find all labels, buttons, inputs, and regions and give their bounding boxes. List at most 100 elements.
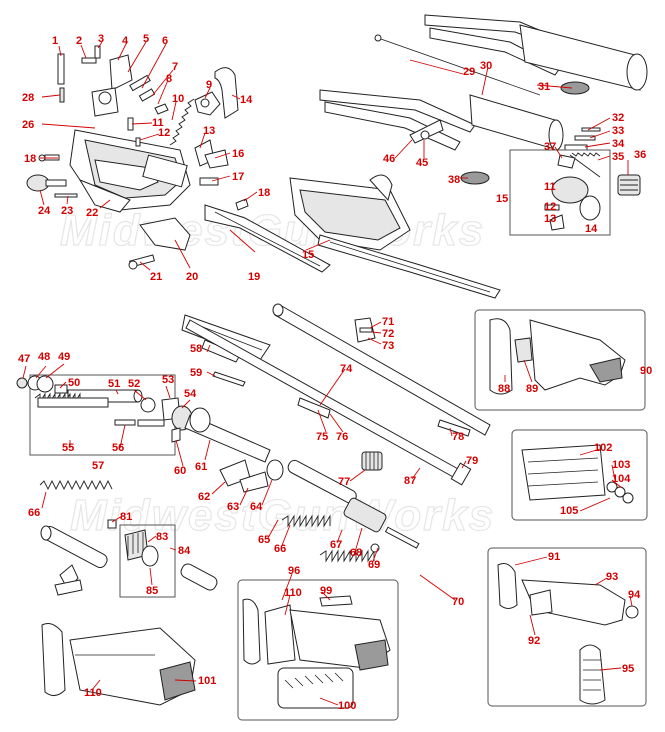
callout-66b: 66 — [28, 507, 40, 519]
callout-90: 90 — [640, 365, 652, 377]
callout-84: 84 — [178, 545, 191, 557]
callout-74: 74 — [340, 363, 353, 375]
callout-3: 3 — [98, 33, 104, 45]
callout-24: 24 — [38, 205, 51, 217]
callout-71: 71 — [382, 316, 394, 328]
magazine-assembly — [16, 374, 271, 493]
callout-29: 29 — [463, 66, 475, 78]
callout-21: 21 — [150, 271, 162, 283]
callout-67: 67 — [330, 539, 342, 551]
callout-110a: 110 — [284, 587, 302, 599]
callout-58: 58 — [190, 343, 202, 355]
callout-6: 6 — [162, 35, 168, 47]
callout-5: 5 — [143, 33, 149, 45]
callout-1: 1 — [52, 35, 58, 47]
callout-75: 75 — [316, 431, 328, 443]
callout-102: 102 — [594, 442, 612, 454]
callout-93: 93 — [606, 571, 618, 583]
callout-38: 38 — [448, 174, 460, 186]
callout-53: 53 — [162, 374, 174, 386]
callout-7: 7 — [172, 61, 178, 73]
callout-14: 14 — [240, 94, 253, 106]
forend-and-barrel — [181, 303, 646, 486]
callout-13: 13 — [203, 125, 215, 137]
callout-18a: 18 — [258, 187, 270, 199]
callout-30: 30 — [480, 60, 492, 72]
callout-20: 20 — [186, 271, 198, 283]
callout-62: 62 — [198, 491, 210, 503]
callout-55: 55 — [62, 442, 74, 454]
callout-2: 2 — [76, 35, 82, 47]
callout-34: 34 — [612, 138, 625, 150]
callout-32: 32 — [612, 112, 624, 124]
callout-12: 12 — [158, 127, 170, 139]
callout-51: 51 — [108, 378, 120, 390]
callout-19: 19 — [248, 271, 260, 283]
callout-54: 54 — [184, 388, 197, 400]
callout-91: 91 — [548, 551, 560, 563]
callout-83: 83 — [156, 531, 168, 543]
callout-79: 79 — [466, 455, 478, 467]
callout-68: 68 — [350, 547, 362, 559]
callout-69: 69 — [368, 559, 380, 571]
stocks — [41, 429, 648, 721]
callout-13b: 13 — [544, 213, 556, 225]
callout-66a: 66 — [274, 543, 286, 555]
callout-16: 16 — [232, 148, 244, 160]
callout-52: 52 — [128, 378, 140, 390]
callout-11: 11 — [152, 117, 164, 129]
callout-47: 47 — [18, 353, 30, 365]
callout-36: 36 — [634, 149, 646, 161]
callout-31: 31 — [538, 81, 550, 93]
callout-57: 57 — [92, 460, 104, 472]
callout-95: 95 — [622, 663, 634, 675]
callout-81: 81 — [120, 511, 132, 523]
callout-14b: 14 — [585, 223, 598, 235]
callout-77: 77 — [338, 476, 350, 488]
callout-64: 64 — [250, 501, 263, 513]
callout-22: 22 — [86, 207, 98, 219]
callout-10: 10 — [172, 93, 184, 105]
callout-101: 101 — [198, 675, 216, 687]
callout-15b: 15 — [496, 193, 508, 205]
callout-60: 60 — [174, 465, 186, 477]
callout-17: 17 — [232, 171, 244, 183]
callout-9: 9 — [206, 79, 212, 91]
callout-61: 61 — [195, 461, 207, 473]
callout-70: 70 — [452, 596, 464, 608]
callout-92: 92 — [528, 635, 540, 647]
callout-4: 4 — [122, 35, 129, 47]
callout-8: 8 — [166, 73, 172, 85]
callout-15a: 15 — [302, 249, 314, 261]
callout-26: 26 — [22, 119, 34, 131]
callout-12b: 12 — [544, 201, 556, 213]
callout-23: 23 — [61, 205, 73, 217]
action-bars-assembly — [319, 14, 648, 236]
callout-87: 87 — [404, 475, 416, 487]
callout-33: 33 — [612, 125, 624, 137]
callout-28: 28 — [22, 92, 34, 104]
callout-35: 35 — [612, 151, 624, 163]
trigger-group-assembled — [289, 174, 501, 299]
callout-49: 49 — [58, 351, 70, 363]
callout-103: 103 — [612, 459, 630, 471]
callout-76: 76 — [336, 431, 348, 443]
callout-85: 85 — [146, 585, 158, 597]
callout-72: 72 — [382, 328, 394, 340]
callout-96: 96 — [288, 565, 300, 577]
callout-63: 63 — [227, 501, 239, 513]
callout-56: 56 — [112, 442, 124, 454]
callout-78: 78 — [452, 431, 464, 443]
callout-50: 50 — [68, 377, 80, 389]
callout-105: 105 — [560, 505, 578, 517]
callout-65: 65 — [258, 534, 270, 546]
callout-104: 104 — [612, 473, 631, 485]
callout-45: 45 — [416, 157, 428, 169]
callout-110b: 110 — [84, 687, 102, 699]
callout-88: 88 — [498, 383, 510, 395]
callout-37: 37 — [544, 141, 556, 153]
callout-89: 89 — [526, 383, 538, 395]
callout-18b: 18 — [24, 153, 36, 165]
callout-94: 94 — [628, 589, 641, 601]
